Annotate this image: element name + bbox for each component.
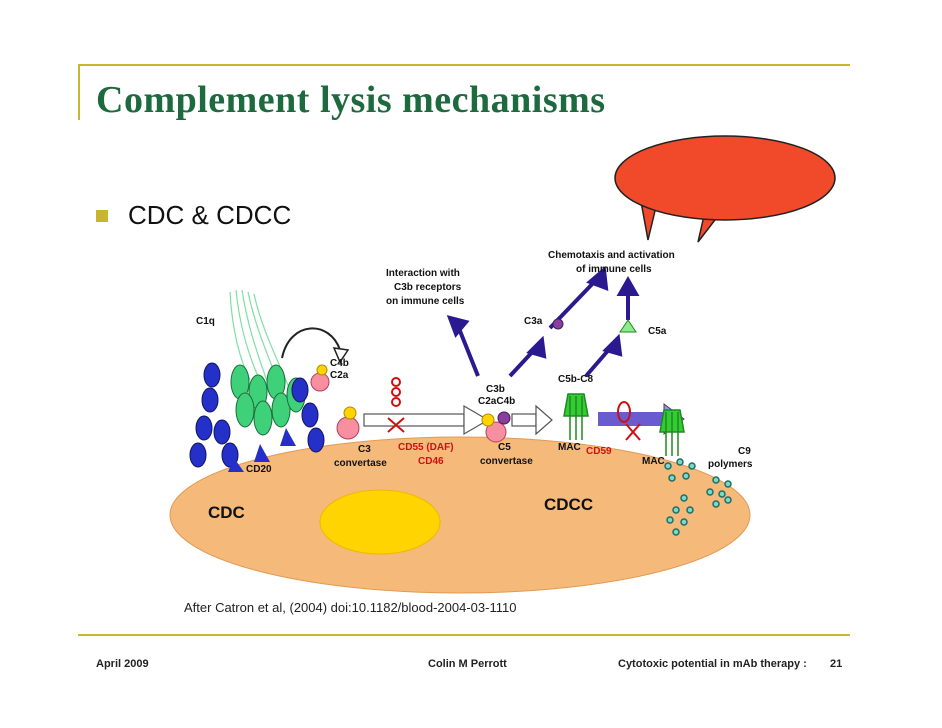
citation: After Catron et al, (2004) doi:10.1182/b… [184,600,517,615]
cd55-inhibitor [387,377,405,433]
footer-author: Colin M Perrott [428,658,507,670]
c5a-fragment [619,319,637,333]
label-c9-1: C9 [738,446,751,457]
c5-convertase-ball [485,421,507,443]
antibodies [189,362,325,468]
c5-to-mac-arrow [511,404,553,436]
cell-nucleus [319,489,441,555]
cell-body [169,436,751,594]
label-c5b-c8: C5b-C8 [558,374,593,385]
label-c9-2: polymers [708,459,753,470]
label-interaction-3: on immune cells [386,296,465,307]
bottom-rule [78,634,850,636]
label-interaction-1: Interaction with [386,268,460,279]
top-rule-tick [78,64,80,120]
c1q-curved-arrow [281,327,341,359]
cd20-receptors [228,428,296,472]
bullet-item: CDC & CDCC [96,200,291,231]
label-c5-conv-1: C5 [498,442,511,453]
immune-arrows [446,266,640,378]
footer-topic: Cytotoxic potential in mAb therapy : [618,658,807,670]
label-chemotaxis-1: Chemotaxis and activation [548,250,675,261]
label-c2a: C2a [330,370,349,381]
label-interaction-2: C3b receptors [394,282,462,293]
footer-page-number: 21 [830,658,843,670]
top-rule [78,64,850,66]
label-c3a: C3a [524,316,543,327]
label-mac-1: MAC [558,442,581,453]
footer-date: April 2009 [96,658,149,670]
cd59-inhibitor [617,401,641,441]
label-cd55: CD55 (DAF) [398,442,454,453]
mac-complex-2 [659,409,685,456]
c1q-heads [230,364,306,436]
bullet-square-icon [96,209,108,222]
c3-to-c5-arrow [363,404,490,436]
label-cdc: CDC [208,503,245,522]
c9-polymers [664,458,732,536]
c4b-c2a-ball [310,372,330,392]
label-chemotaxis-2: of immune cells [576,264,652,275]
speech-callout [614,135,836,243]
bullet-text: CDC & CDCC [128,200,292,230]
label-c1q: C1q [196,316,215,327]
slide-title: Complement lysis mechanisms [96,79,606,121]
label-cd59: CD59 [586,446,612,457]
label-c5a: C5a [648,326,667,337]
c3-convertase-ball [336,416,360,440]
label-cd46: CD46 [418,456,444,467]
label-mac-2: MAC [642,456,665,467]
label-c4b: C4b [330,358,349,369]
label-cd20: CD20 [246,464,272,475]
mac-complex-1 [563,393,589,440]
label-c3-conv-1: C3 [358,444,371,455]
label-c3-conv-2: convertase [334,458,387,469]
c3a-fragment [552,318,564,330]
label-c3b-2: C2aC4b [478,396,515,407]
label-c3b-1: C3b [486,384,505,395]
label-cdcc: CDCC [544,495,593,514]
label-c5-conv-2: convertase [480,456,533,467]
